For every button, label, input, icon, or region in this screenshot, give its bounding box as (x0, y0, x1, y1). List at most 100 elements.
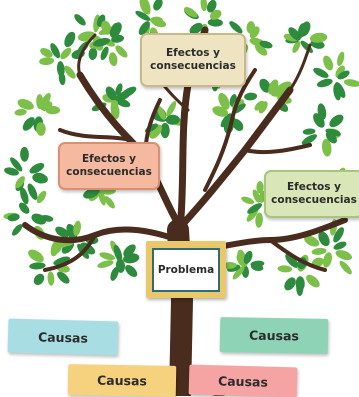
problem-frame: Problema (146, 241, 226, 298)
leaf (101, 20, 112, 35)
leaf (322, 252, 333, 268)
cause-label: Causas (217, 372, 269, 390)
leaf (28, 249, 44, 263)
leaf (296, 279, 304, 296)
leaf (50, 43, 61, 59)
leaf (92, 37, 111, 47)
branch (288, 43, 312, 92)
leaf (255, 212, 263, 228)
leaf (244, 92, 258, 101)
leaf (97, 260, 114, 268)
leaf (333, 241, 347, 250)
leaf (123, 253, 140, 264)
leaf (229, 21, 243, 34)
leaf (56, 61, 65, 78)
cause-note-1: Causas (7, 318, 119, 356)
leaf (252, 189, 261, 203)
leaf (22, 117, 35, 131)
leaf (317, 103, 327, 120)
effect-label: Efectos y consecuencias (271, 181, 357, 206)
leaf (32, 173, 48, 184)
leaf (250, 260, 265, 268)
problem-label-box: Problema (152, 247, 220, 292)
leaf (207, 18, 223, 27)
leaf (184, 7, 198, 18)
leaf (143, 0, 151, 15)
leaf (64, 65, 76, 79)
leaf (218, 92, 230, 110)
leaf (109, 22, 122, 38)
leaf (292, 40, 301, 53)
leaf (153, 0, 163, 11)
leaf (11, 224, 23, 236)
leaf (39, 57, 55, 66)
leaf (36, 122, 46, 136)
leaf (335, 65, 345, 78)
leaf (232, 265, 245, 280)
leaf (36, 190, 47, 204)
leaf (302, 128, 316, 135)
leaf (337, 70, 350, 80)
leaf (98, 189, 106, 206)
effect-note-top: Efectos y consecuencias (140, 33, 246, 87)
cause-note-4: Causas (188, 364, 298, 397)
leaf (343, 79, 359, 87)
leaf (313, 67, 329, 78)
leaf (125, 265, 138, 277)
leaf (259, 40, 273, 49)
leaf (108, 52, 118, 67)
leaf (284, 277, 296, 291)
leaf (241, 196, 255, 205)
leaf (4, 167, 19, 176)
leaf (73, 220, 81, 236)
leaf (27, 183, 38, 200)
leaf (100, 46, 109, 61)
leaf (160, 122, 170, 139)
leaf (10, 157, 23, 172)
leaf (243, 250, 253, 264)
problem-label: Problema (157, 263, 215, 276)
leaf (149, 124, 163, 139)
leaf (20, 187, 29, 205)
leaf (329, 114, 344, 128)
leaf (7, 213, 20, 222)
leaf (29, 163, 45, 174)
leaf (254, 100, 265, 111)
leaf (157, 106, 166, 120)
leaf (306, 274, 320, 288)
leaf (318, 231, 330, 247)
leaf (189, 22, 203, 35)
leaf (339, 260, 352, 275)
cause-label: Causas (248, 327, 300, 344)
leaf (166, 101, 177, 117)
leaf (111, 34, 125, 43)
leaf (249, 26, 260, 39)
leaf (321, 138, 332, 157)
leaf (40, 215, 54, 222)
leaf (33, 273, 45, 286)
leaf (123, 244, 136, 257)
leaf (311, 247, 327, 255)
leaf (256, 181, 264, 194)
branch (203, 68, 257, 192)
leaf (223, 261, 237, 269)
effect-label: Efectos y consecuencias (66, 153, 152, 178)
leaf (55, 226, 69, 238)
leaf (115, 90, 131, 102)
leaf (53, 256, 70, 266)
leaf (115, 83, 123, 96)
branch (58, 128, 132, 142)
leaf (297, 23, 306, 38)
leaf (258, 101, 268, 114)
cause-note-2: Causas (219, 317, 329, 354)
leaf (325, 128, 341, 137)
leaf (301, 134, 318, 145)
leaf (277, 265, 293, 273)
cause-label: Causas (37, 328, 89, 346)
leaf (60, 47, 72, 60)
leaf (40, 48, 53, 58)
leaf (105, 86, 117, 101)
leaf (64, 31, 76, 48)
branch (268, 238, 327, 272)
